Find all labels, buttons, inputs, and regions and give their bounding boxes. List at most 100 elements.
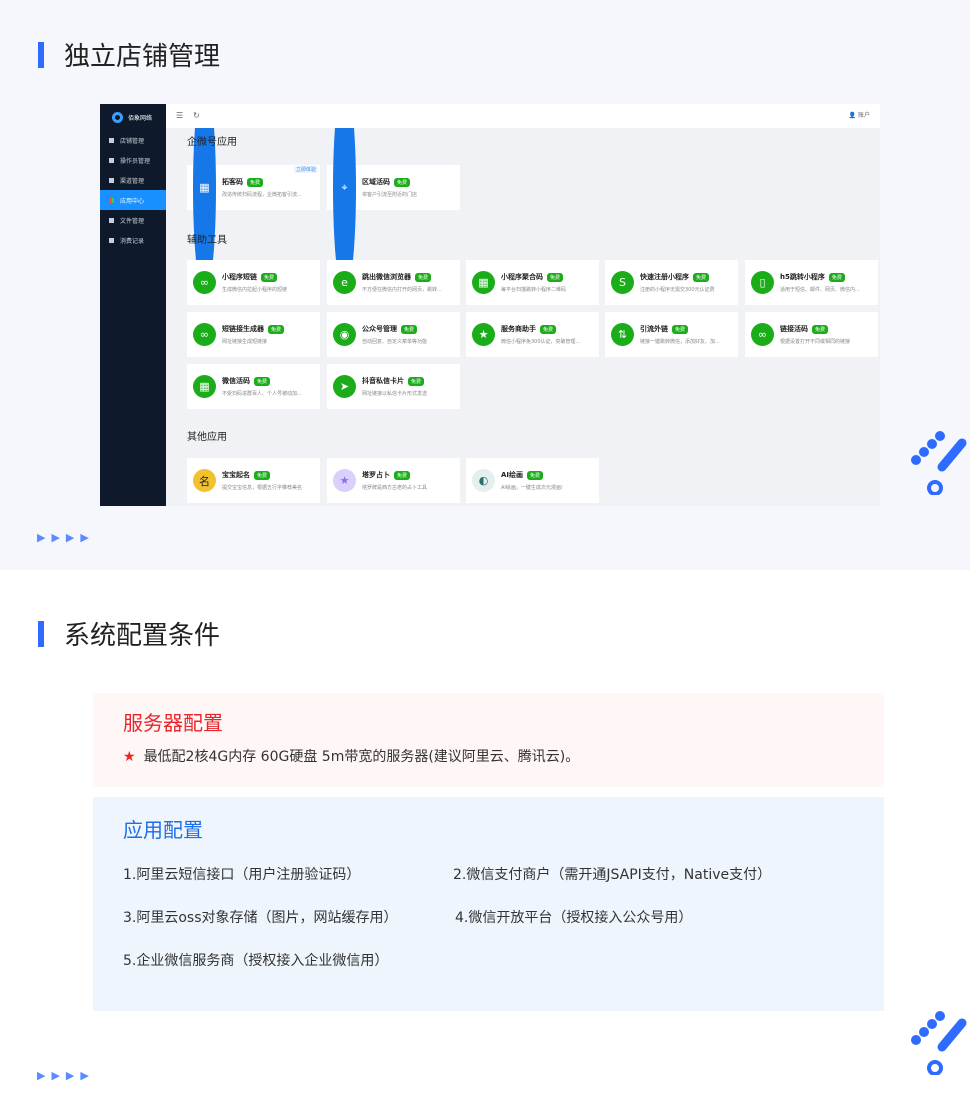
app-card[interactable]: ◉ 公众号管理免费 自动回复、自定义菜单等功能: [327, 312, 460, 357]
nav-icon: [109, 217, 114, 223]
app-desc: 生成微信内拉起小程序的短链: [222, 287, 288, 293]
group-title: 其他应用: [187, 432, 227, 443]
app-card[interactable]: 名 宝宝起名免费 提交宝宝信息，根据五行字推荐美名: [187, 458, 320, 503]
sidebar-item-label: 文件管理: [120, 217, 145, 225]
sidebar-item[interactable]: 渠道管理: [100, 170, 166, 190]
app-icon: ▦: [193, 104, 216, 295]
app-icon: ⇅: [611, 323, 634, 346]
app-config-box: 应用配置 1.阿里云短信接口（用户注册验证码） 2.微信支付商户（需开通JSAP…: [93, 797, 884, 1011]
app-icon: ⌖: [333, 104, 356, 295]
app-desc: 适用于短信、邮件、网页、微信内...: [780, 287, 860, 293]
free-badge: 免费: [261, 272, 278, 282]
logo: 佰象网络: [100, 104, 166, 130]
sidebar-item-label: 渠道管理: [120, 177, 145, 185]
app-desc: 不受扫码进群百人、个人号被动加...: [222, 391, 302, 397]
app-icon: e: [333, 271, 356, 294]
free-badge: 免费: [394, 177, 411, 187]
app-desc: 不方便在微信内打开的网页，跳转...: [362, 287, 442, 293]
free-badge: 免费: [254, 470, 271, 480]
try-now-link[interactable]: 立即体验: [293, 166, 318, 173]
app-name: 公众号管理: [362, 325, 397, 333]
app-desc: 自动回复、自定义菜单等功能: [362, 339, 428, 345]
app-card[interactable]: ▦ 小程序聚合码免费 每平台扫描跳转小程序二维码: [466, 260, 599, 305]
app-name: 引流外链: [640, 325, 668, 333]
arrows-decoration: ▶▶▶▶: [37, 1069, 95, 1082]
app-name: 小程序短链: [222, 273, 257, 281]
app-icon: ▯: [751, 271, 774, 294]
refresh-icon[interactable]: ↻: [193, 111, 200, 120]
menu-icon[interactable]: ☰: [176, 111, 184, 120]
sidebar-item-label: 应用中心: [120, 197, 145, 205]
app-card[interactable]: ◐ AI绘画免费 AI绘画，一键生成次元漫画!: [466, 458, 599, 503]
app-config-title: 应用配置: [123, 818, 203, 842]
app-card[interactable]: ➤ 抖音私信卡片免费 网址链接以私信卡片形式发送: [327, 364, 460, 409]
config-item: 5.企业微信服务商（授权接入企业微信用）: [123, 953, 389, 969]
app-name: 短链接生成器: [222, 325, 264, 333]
group-title: 辅助工具: [187, 235, 227, 246]
server-requirement-text: 最低配2核4G内存 60G硬盘 5m带宽的服务器(建议阿里云、腾讯云)。: [143, 749, 580, 765]
app-desc: 注册的小程序无需交300元认证费: [640, 287, 715, 293]
app-icon: ▦: [472, 271, 495, 294]
group-title: 企微号应用: [187, 137, 237, 148]
app-name: 跳出微信浏览器: [362, 273, 411, 281]
app-icon: ∞: [751, 323, 774, 346]
header: ☰ ↻ 👤 账户: [166, 104, 880, 128]
config-item: 3.阿里云oss对象存储（图片，网站缓存用）: [123, 910, 398, 926]
app-card[interactable]: e 跳出微信浏览器免费 不方便在微信内打开的网页，跳转...: [327, 260, 460, 305]
sidebar-item[interactable]: 应用中心: [100, 190, 166, 210]
free-badge: 免费: [672, 324, 689, 334]
sidebar-item[interactable]: 操作员管理: [100, 150, 166, 170]
app-card[interactable]: ▦ 拓客码免费 改造传统扫码流程，企微拓客引流...立即体验: [187, 104, 320, 295]
app-card[interactable]: ★ 塔罗占卜免费 塔罗牌是西方古老的占卜工具: [327, 458, 460, 503]
app-name: 小程序聚合码: [501, 273, 543, 281]
sidebar: 佰象网络 店铺管理操作员管理渠道管理应用中心文件管理消费记录: [100, 104, 166, 506]
app-name: h5跳转小程序: [780, 273, 825, 281]
sidebar-item[interactable]: 店铺管理: [100, 130, 166, 150]
app-name: 拓客码: [222, 178, 243, 186]
sidebar-item-label: 操作员管理: [120, 157, 151, 165]
app-card[interactable]: ★ 服务商助手免费 微信小程序免300认证，突破管理...: [466, 312, 599, 357]
section-title-text: 独立店铺管理: [64, 42, 221, 72]
app-icon: 名: [193, 469, 216, 492]
sidebar-item-label: 店铺管理: [120, 137, 145, 145]
nav-icon: [109, 137, 114, 143]
app-card[interactable]: ∞ 小程序短链免费 生成微信内拉起小程序的短链: [187, 260, 320, 305]
app-name: 微信活码: [222, 377, 250, 385]
free-badge: 免费: [268, 324, 285, 334]
server-requirement: ★最低配2核4G内存 60G硬盘 5m带宽的服务器(建议阿里云、腾讯云)。: [123, 746, 579, 766]
app-desc: 网址链接生成短链接: [222, 339, 268, 345]
server-config-title: 服务器配置: [123, 711, 223, 735]
free-badge: 免费: [408, 376, 425, 386]
app-desc: 链接一键跳转微信，添加好友、加...: [640, 339, 720, 345]
dots-decoration: [911, 1011, 967, 1075]
app-icon: S: [611, 271, 634, 294]
config-item: 2.微信支付商户（需开通JSAPI支付，Native支付）: [453, 867, 772, 883]
app-desc: 将客户引流至附近的门店: [362, 192, 418, 198]
app-card[interactable]: ∞ 链接活码免费 根据设置打开不同或相同的链接: [745, 312, 878, 357]
app-desc: 微信小程序免300认证，突破管理...: [501, 339, 581, 345]
app-card[interactable]: ∞ 短链接生成器免费 网址链接生成短链接: [187, 312, 320, 357]
sidebar-item[interactable]: 文件管理: [100, 210, 166, 230]
free-badge: 免费: [693, 272, 710, 282]
app-name: 链接活码: [780, 325, 808, 333]
sidebar-item[interactable]: 消费记录: [100, 230, 166, 250]
app-desc: 塔罗牌是西方古老的占卜工具: [362, 485, 428, 491]
free-badge: 免费: [401, 324, 418, 334]
app-card[interactable]: ⌖ 区域活码免费 将客户引流至附近的门店: [327, 104, 460, 295]
user-menu[interactable]: 👤 账户: [848, 112, 870, 119]
app-name: 宝宝起名: [222, 471, 250, 479]
free-badge: 免费: [247, 177, 264, 187]
free-badge: 免费: [547, 272, 564, 282]
dots-decoration: [911, 431, 967, 495]
app-card[interactable]: ▦ 微信活码免费 不受扫码进群百人、个人号被动加...: [187, 364, 320, 409]
app-card[interactable]: ⇅ 引流外链免费 链接一键跳转微信，添加好友、加...: [605, 312, 738, 357]
nav-icon: [109, 237, 114, 243]
section-title-text: 系统配置条件: [64, 621, 221, 651]
app-desc: 每平台扫描跳转小程序二维码: [501, 287, 567, 293]
nav-icon: [109, 157, 114, 163]
app-desc: AI绘画，一键生成次元漫画!: [501, 485, 563, 491]
user-name: 账户: [857, 112, 870, 119]
app-card[interactable]: S 快速注册小程序免费 注册的小程序无需交300元认证费: [605, 260, 738, 305]
app-card[interactable]: ▯ h5跳转小程序免费 适用于短信、邮件、网页、微信内...: [745, 260, 878, 305]
arrows-decoration: ▶▶▶▶: [37, 531, 95, 544]
